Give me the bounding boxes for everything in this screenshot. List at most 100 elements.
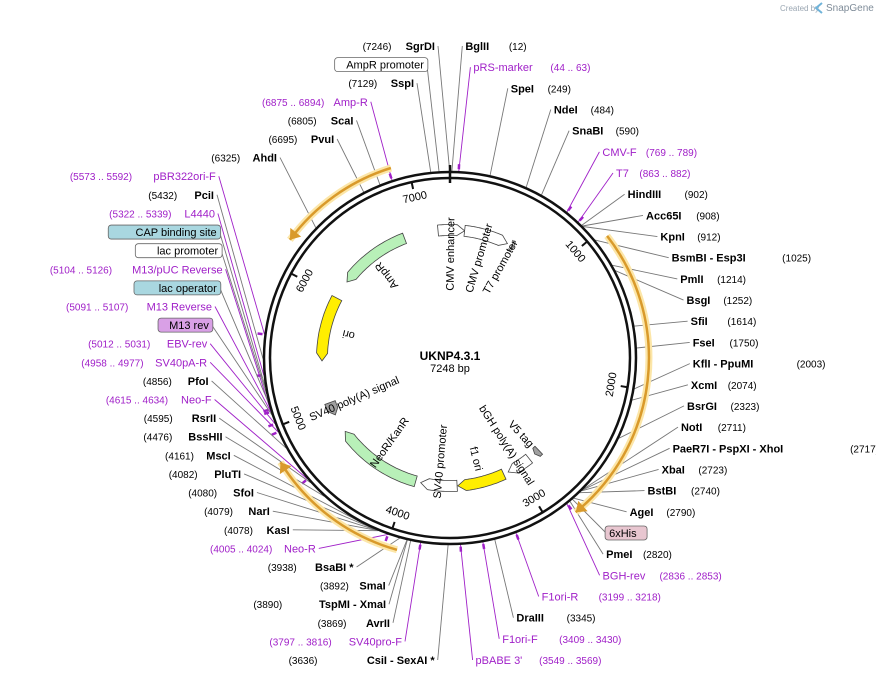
- tick-label: 2000: [604, 372, 620, 398]
- label-bsgi[interactable]: BsgI(1252): [687, 295, 753, 307]
- label-name: F1ori-R: [542, 591, 579, 603]
- label-scai[interactable]: ScaI(6805): [288, 115, 354, 127]
- label-name: DraIII: [516, 613, 544, 625]
- label-name: BstBI: [648, 486, 677, 498]
- label-pvui[interactable]: PvuI(6695): [268, 134, 334, 146]
- label-sgrdi[interactable]: SgrDI(7246): [363, 41, 435, 53]
- label-position: (3409 .. 3430): [559, 635, 621, 646]
- label-name: PmeI: [606, 549, 632, 561]
- label-f1ori-f[interactable]: F1ori-F(3409 .. 3430): [502, 634, 621, 646]
- label-kasi[interactable]: KasI(4078): [224, 525, 290, 537]
- label-xcmi[interactable]: XcmI(2074): [691, 380, 757, 392]
- label-l4440[interactable]: L4440(5322 .. 5339): [109, 208, 215, 220]
- label-sv40pro-f[interactable]: SV40pro-F(3797 .. 3816): [269, 636, 402, 648]
- label-name: NdeI: [554, 105, 578, 117]
- orf-arrowhead: [575, 500, 588, 513]
- label-bgh-rev[interactable]: BGH-rev(2836 .. 2853): [603, 570, 722, 582]
- label-draiii[interactable]: DraIII(3345): [516, 613, 595, 625]
- leader-line: [494, 539, 514, 618]
- label-agei[interactable]: AgeI(2790): [630, 507, 696, 519]
- label-m13-reverse[interactable]: M13 Reverse(5091 .. 5107): [66, 301, 212, 313]
- label-msci[interactable]: MscI(4161): [165, 450, 231, 462]
- label-fsei[interactable]: FseI(1750): [693, 337, 759, 349]
- label-snabi[interactable]: SnaBI(590): [572, 126, 639, 138]
- label-csii[interactable]: CsiI - SexAI *(3636): [289, 655, 436, 667]
- label-m13-puc-reverse[interactable]: M13/pUC Reverse(5104 .. 5126): [50, 264, 223, 276]
- label-name: SfiI: [691, 316, 708, 328]
- label-xbai[interactable]: XbaI(2723): [662, 464, 728, 476]
- feature-neor-kanr: [344, 430, 418, 488]
- label-ahdi[interactable]: AhdI(6325): [211, 153, 277, 165]
- label-pmli[interactable]: PmlI(1214): [680, 274, 746, 286]
- label-pmei[interactable]: PmeI(2820): [606, 549, 672, 561]
- label-smai[interactable]: SmaI(3892): [320, 581, 386, 593]
- label-sv40pa-r[interactable]: SV40pA-R(4958 .. 4977): [81, 357, 207, 369]
- label-kpni[interactable]: KpnI(912): [660, 232, 720, 244]
- label-cmv-f[interactable]: CMV-F(769 .. 789): [602, 147, 697, 159]
- label-6xhis[interactable]: 6xHis: [604, 525, 648, 541]
- label-lac-promoter[interactable]: lac promoter: [134, 243, 223, 259]
- label-bsrgi[interactable]: BsrGI(2323): [687, 401, 759, 413]
- label-sfoi[interactable]: SfoI(4080): [188, 488, 254, 500]
- leader-line: [292, 529, 379, 532]
- label-bsshii[interactable]: BssHII(4476): [143, 432, 222, 444]
- leader-line: [541, 130, 570, 196]
- label-pbr322ori-f[interactable]: pBR322ori-F(5573 .. 5592): [70, 171, 216, 183]
- label-position: (912): [697, 233, 720, 244]
- label-name: BsaBI *: [315, 562, 354, 574]
- label-cap-binding-site[interactable]: CAP binding site: [107, 224, 222, 240]
- label-ampr-promoter[interactable]: AmpR promoter: [334, 57, 429, 73]
- orf-arc-glow: [287, 164, 392, 242]
- label-position: (2740): [691, 487, 720, 498]
- leader-line: [272, 510, 379, 532]
- label-noti[interactable]: NotI(2711): [681, 422, 746, 434]
- label-position: (6695): [268, 135, 297, 146]
- label-name: SnaBI: [572, 126, 603, 138]
- label-pfoi[interactable]: PfoI(4856): [143, 376, 209, 388]
- label-bsmbi[interactable]: BsmBI - Esp3I(1025): [672, 253, 811, 265]
- primer-mark: [567, 205, 573, 212]
- label-lac-operator[interactable]: lac operator: [133, 280, 222, 296]
- label-neo-f[interactable]: Neo-F(4615 .. 4634): [106, 395, 212, 407]
- label-nari[interactable]: NarI(4079): [204, 506, 270, 518]
- label-prs-marker[interactable]: pRS-marker(44 .. 63): [473, 62, 590, 74]
- leader-line: [489, 88, 509, 176]
- label-kfli[interactable]: KflI - PpuMI(2003): [693, 359, 826, 371]
- label-position: (4615 .. 4634): [106, 396, 168, 407]
- plasmid-size: 7248 bp: [430, 363, 470, 375]
- label-bstbi[interactable]: BstBI (2740): [648, 486, 720, 498]
- label-name: ScaI: [331, 115, 354, 127]
- label-neo-r[interactable]: Neo-R(4005 .. 4024): [210, 543, 316, 555]
- label-acc65i[interactable]: Acc65I(908): [646, 210, 720, 222]
- label-ebv-rev[interactable]: EBV-rev(5012 .. 5031): [88, 339, 208, 351]
- label-spei[interactable]: SpeI(249): [511, 83, 571, 95]
- label-bglii[interactable]: BglII(12): [465, 41, 526, 53]
- label-pluti[interactable]: PluTI(4082): [169, 469, 241, 481]
- label-pcii[interactable]: PciI(5432): [148, 190, 214, 202]
- label-rsrii[interactable]: RsrII(4595): [144, 413, 216, 425]
- label-tspmi[interactable]: TspMI - XmaI(3890): [253, 599, 386, 611]
- label-bsabi[interactable]: BsaBI *(3938): [268, 562, 355, 574]
- primer-mark: [482, 543, 486, 550]
- label-amp-r[interactable]: Amp-R(6875 .. 6894): [262, 97, 368, 109]
- label-name: Amp-R: [334, 97, 368, 109]
- label-name: HindIII: [628, 189, 662, 201]
- label-t7[interactable]: T7(863 .. 882): [616, 168, 691, 180]
- orf-arc: [279, 461, 398, 552]
- label-f1ori-r[interactable]: F1ori-R(3199 .. 3218): [542, 591, 661, 603]
- label-m13-rev[interactable]: M13 rev: [157, 317, 214, 333]
- feature-sv40-promoter: [420, 478, 458, 492]
- label-paer7i[interactable]: PaeR7I - PspXI - XhoI(2717): [673, 443, 876, 455]
- leader-line: [581, 468, 659, 492]
- tick-mark: [581, 240, 588, 247]
- label-ndei[interactable]: NdeI(484): [554, 105, 614, 117]
- label-hindiii[interactable]: HindIII(902): [628, 189, 708, 201]
- primer-mark: [578, 215, 584, 222]
- label-pbabe-3[interactable]: pBABE 3'(3549 .. 3569): [476, 655, 602, 667]
- label-sspi[interactable]: SspI(7129): [348, 78, 414, 90]
- label-avrii[interactable]: AvrII(3869): [318, 618, 390, 630]
- label-position: (2323): [731, 402, 760, 413]
- label-sfii[interactable]: SfiI(1614): [691, 316, 757, 328]
- leader-line: [404, 542, 422, 642]
